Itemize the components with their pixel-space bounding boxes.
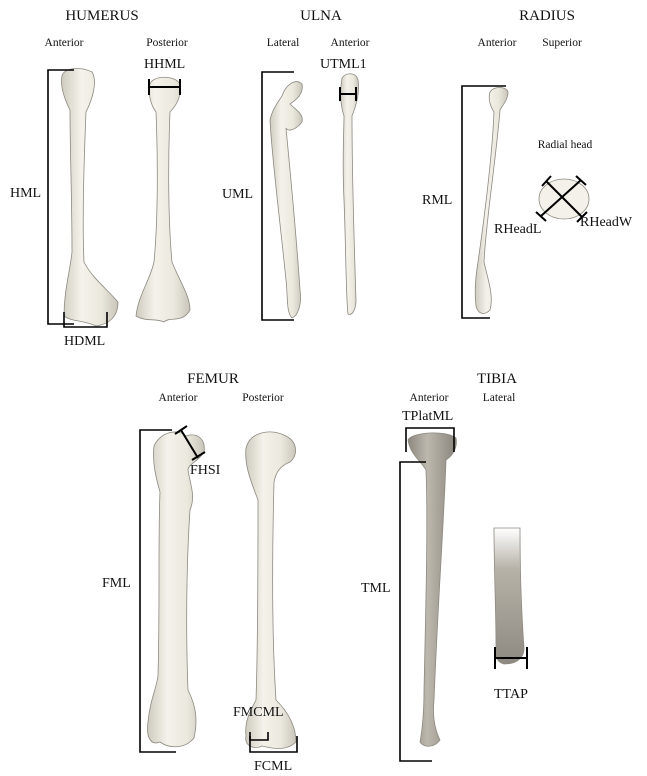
humerus-length-label: HML — [10, 186, 41, 201]
ulna-view-lateral: Lateral — [267, 37, 300, 49]
humerus-title: HUMERUS — [65, 8, 138, 24]
tibia-plateau-label: TPlatML — [402, 409, 453, 424]
humerus-head-label: HHML — [144, 57, 185, 72]
humerus-distal-label: HDML — [64, 334, 105, 349]
radial-head-width-label: RHeadW — [580, 215, 633, 230]
tibia-tuberosity-label: TTAP — [494, 687, 528, 702]
humerus-panel: HUMERUS Anterior Posterior HML HHML HDML — [10, 8, 190, 349]
femur-anterior-bone — [148, 432, 205, 747]
radius-title: RADIUS — [519, 8, 575, 24]
femur-posterior-bone — [246, 432, 296, 749]
humerus-view-anterior: Anterior — [45, 37, 84, 49]
ulna-panel: ULNA Lateral Anterior UML UTML1 — [222, 8, 370, 320]
femur-view-posterior: Posterior — [242, 392, 284, 404]
ulna-length-label: UML — [222, 187, 253, 202]
ulna-trochlear-label: UTML1 — [320, 57, 367, 72]
femur-condyles-label: FCML — [254, 759, 292, 774]
femur-view-anterior: Anterior — [159, 392, 198, 404]
humerus-anterior-bone — [61, 69, 118, 326]
tibia-anterior-bone — [408, 433, 456, 746]
humerus-view-posterior: Posterior — [146, 37, 188, 49]
femur-panel: FEMUR Anterior Posterior FML FHSI FMCML … — [102, 371, 297, 774]
radius-panel: RADIUS Anterior Superior RML Radial head… — [422, 8, 633, 318]
tibia-title: TIBIA — [477, 371, 517, 387]
tibia-panel: TIBIA Anterior Lateral TPlatML TML TTAP — [361, 371, 528, 761]
ulna-lateral-bone — [270, 82, 302, 318]
femur-length-label: FML — [102, 576, 131, 591]
tibia-view-lateral: Lateral — [483, 392, 516, 404]
ulna-title: ULNA — [300, 8, 342, 24]
radius-view-anterior: Anterior — [478, 37, 517, 49]
tibia-length-label: TML — [361, 581, 391, 596]
femur-head-label: FHSI — [190, 463, 221, 478]
radial-head-caption: Radial head — [538, 139, 593, 151]
ulna-view-anterior: Anterior — [331, 37, 370, 49]
radius-view-superior: Superior — [542, 37, 582, 49]
ulna-anterior-bone — [341, 74, 359, 315]
radius-anterior-bone — [475, 88, 508, 314]
femur-medial-condyle-label: FMCML — [233, 705, 284, 720]
radius-length-label: RML — [422, 193, 452, 208]
femur-title: FEMUR — [187, 371, 239, 387]
tibia-view-anterior: Anterior — [410, 392, 449, 404]
tibia-lateral-bone — [494, 528, 524, 664]
radial-head-length-label: RHeadL — [494, 222, 541, 237]
humerus-posterior-bone — [136, 77, 190, 322]
